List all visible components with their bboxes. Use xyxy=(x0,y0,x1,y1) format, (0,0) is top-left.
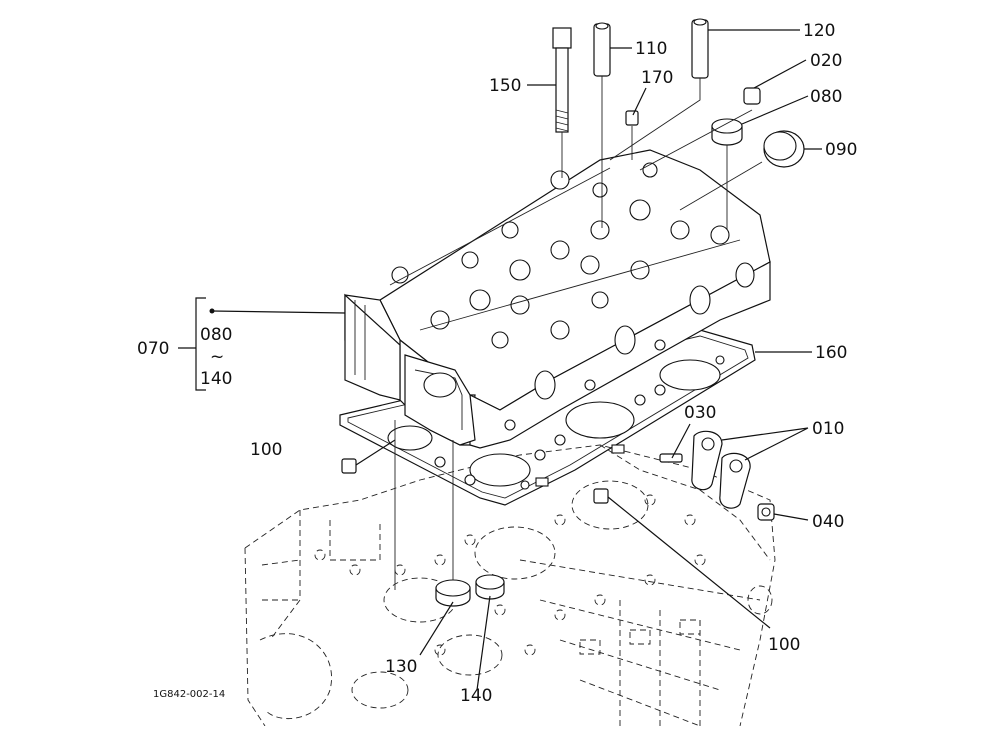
callout-140-bottom: 140 xyxy=(460,686,492,706)
ring-140 xyxy=(475,574,505,600)
callout-labels: 150 110 120 170 020 080 090 070 080 ~ 14… xyxy=(137,21,857,706)
bolt-150 xyxy=(552,27,572,133)
callout-090: 090 xyxy=(825,140,857,160)
nut-040 xyxy=(757,503,775,521)
callout-120: 120 xyxy=(803,21,835,41)
callout-130: 130 xyxy=(385,657,417,677)
head-gasket xyxy=(339,329,756,506)
ring-130 xyxy=(435,579,471,607)
callout-150: 150 xyxy=(489,76,521,96)
callout-110: 110 xyxy=(635,39,667,59)
callout-100-right: 100 xyxy=(768,635,800,655)
figure-code: 1G842-002-14 xyxy=(153,689,225,700)
engine-block xyxy=(244,444,776,727)
cap-090 xyxy=(763,130,805,168)
callout-040: 040 xyxy=(812,512,844,532)
plug-100-right xyxy=(593,488,609,504)
callout-070: 070 xyxy=(137,339,169,359)
plug-100-left xyxy=(341,458,357,474)
cylinder-head xyxy=(344,149,771,449)
bracket-010 xyxy=(691,430,751,509)
callout-range-tilde: ~ xyxy=(210,347,224,367)
callout-020: 020 xyxy=(810,51,842,71)
sleeve-110 xyxy=(593,22,611,77)
callout-100-left: 100 xyxy=(250,440,282,460)
plug-170 xyxy=(625,110,639,126)
stud-030 xyxy=(659,453,683,463)
callout-010: 010 xyxy=(812,419,844,439)
callout-140-group: 140 xyxy=(200,369,232,389)
callout-080-top: 080 xyxy=(810,87,842,107)
sleeve-120 xyxy=(691,18,709,79)
callout-080-group: 080 xyxy=(200,325,232,345)
leader-lines xyxy=(178,29,822,691)
ring-080 xyxy=(711,118,743,146)
callout-160: 160 xyxy=(815,343,847,363)
callout-170: 170 xyxy=(641,68,673,88)
callout-030: 030 xyxy=(684,403,716,423)
plug-020 xyxy=(743,87,761,105)
